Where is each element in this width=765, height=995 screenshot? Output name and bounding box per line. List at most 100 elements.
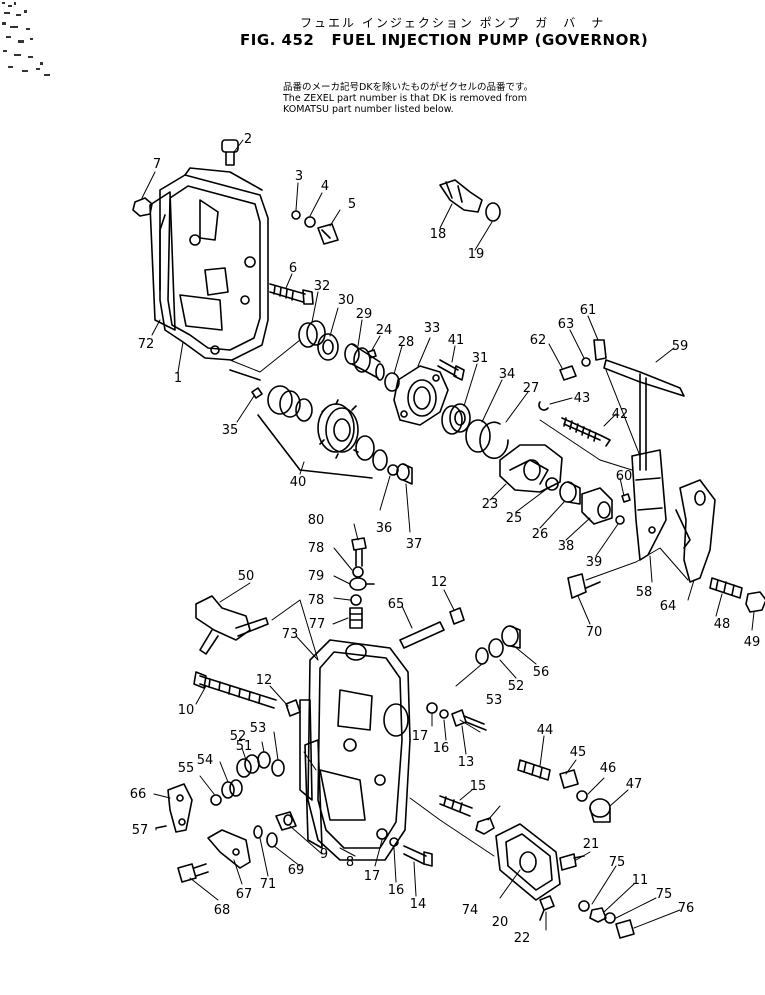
bearing-part-31 [441, 403, 471, 435]
callout-22: 22 [514, 931, 531, 946]
pin-part-60 [621, 493, 631, 503]
gear-part-40-hub [267, 385, 301, 418]
ring-part-71 [253, 825, 263, 839]
washer-part-78-top [352, 566, 364, 578]
bolt-part-80 [351, 537, 367, 567]
fitting-part-79 [349, 577, 375, 591]
bearing-part-32 [298, 320, 326, 348]
callout-48: 48 [714, 617, 731, 632]
callout-78-bottom: 78 [308, 593, 325, 608]
gear-group-bracket-40 [257, 414, 373, 479]
scan-smudge [0, 0, 60, 80]
bolt-part-14 [403, 845, 433, 867]
callout-63: 63 [558, 317, 575, 332]
clip-part-43 [538, 401, 549, 411]
washer-part-39 [615, 515, 625, 525]
flyweight-part-23 [499, 444, 563, 493]
callout-18: 18 [430, 227, 447, 242]
part-number-note: 品番のメーカ記号DKを除いたものがゼクセルの品番です。 The ZEXEL pa… [283, 82, 533, 115]
cap-part-76 [615, 919, 635, 939]
note-line-2: KOMATSU part number listed below. [283, 104, 454, 115]
bolt-part-41 [437, 359, 465, 381]
plug-part-9 [275, 811, 297, 831]
callout-31: 31 [472, 351, 489, 366]
leader-lines [141, 139, 755, 931]
lever-part-50 [195, 595, 269, 655]
callout-61: 61 [580, 303, 597, 318]
callout-9: 9 [320, 847, 328, 862]
cover-plate-part-74 [495, 823, 561, 901]
callout-14: 14 [410, 897, 427, 912]
callout-32: 32 [314, 279, 331, 294]
callout-29: 29 [356, 307, 373, 322]
callout-19: 19 [468, 247, 485, 262]
callout-60: 60 [616, 469, 633, 484]
callout-55: 55 [178, 761, 195, 776]
washer-part-16-lower [389, 837, 399, 847]
callout-45: 45 [570, 745, 587, 760]
callout-75-b: 75 [656, 887, 673, 902]
nut-part-51 [236, 754, 260, 778]
callout-43: 43 [574, 391, 591, 406]
washer-part-75-b [604, 912, 616, 924]
bolt-part-62 [559, 365, 577, 381]
rod-part-65 [399, 621, 445, 649]
washer-part-75-a [578, 900, 590, 912]
callout-39: 39 [586, 555, 603, 570]
spring-part-54 [221, 779, 243, 799]
callout-77: 77 [309, 617, 326, 632]
ring-part-19 [485, 202, 501, 222]
bolt-part-10 [193, 671, 277, 709]
callout-52-left: 52 [230, 729, 247, 744]
washer-part-17-lower [376, 828, 388, 840]
callout-47: 47 [626, 777, 643, 792]
callout-42: 42 [612, 407, 629, 422]
figure-title: FIG. 452 FUEL INJECTION PUMP (GOVERNOR) [240, 31, 648, 49]
callout-71: 71 [260, 877, 277, 892]
callout-30: 30 [338, 293, 355, 308]
plug-part-12-top [449, 607, 465, 625]
ring-part-53-left [271, 759, 285, 777]
callout-52-right: 52 [508, 679, 525, 694]
callout-66: 66 [130, 787, 147, 802]
callout-28: 28 [398, 335, 415, 350]
bolt-part-13 [451, 709, 487, 731]
bearing-part-30 [317, 333, 339, 361]
note-line-1: The ZEXEL part number is that DK is remo… [283, 93, 527, 104]
callout-34: 34 [499, 367, 516, 382]
nut-part-49 [745, 591, 765, 613]
callout-59: 59 [672, 339, 689, 354]
callout-10: 10 [178, 703, 195, 718]
nut-part-7-top [132, 197, 153, 217]
callout-67: 67 [236, 887, 253, 902]
callout-17-lower: 17 [364, 869, 381, 884]
washer-part-46 [576, 790, 588, 802]
spring-part-15 [439, 795, 473, 817]
bolt-part-21 [559, 853, 585, 871]
callout-2: 2 [244, 132, 252, 147]
callout-labels: 1 2 3 4 5 6 7 8 9 10 11 12 12 13 14 15 1… [130, 132, 761, 946]
bolt-part-6 [269, 283, 314, 305]
ring-part-40 [355, 435, 375, 461]
washer-part-55 [210, 794, 222, 806]
adjuster-part-48 [709, 577, 743, 599]
gasket-part-72 [149, 191, 176, 331]
callout-65: 65 [388, 597, 405, 612]
nut-part-45 [559, 769, 579, 789]
ring-part-40b [372, 449, 388, 471]
washer-part-16-upper [439, 709, 449, 719]
fitting-part-18 [439, 179, 483, 213]
callout-78-top: 78 [308, 541, 325, 556]
callout-57: 57 [132, 823, 149, 838]
callout-16-lower: 16 [388, 883, 405, 898]
ring-part-52-left [257, 751, 271, 769]
snap-ring-part-27 [479, 421, 509, 460]
callout-4: 4 [321, 179, 329, 194]
cap-part-47 [589, 798, 611, 823]
callout-58: 58 [636, 585, 653, 600]
sleeve-part-38 [581, 487, 613, 525]
plug-part-56 [501, 625, 521, 649]
washer-part-17-upper [426, 702, 438, 714]
bolt-part-22 [539, 895, 555, 921]
